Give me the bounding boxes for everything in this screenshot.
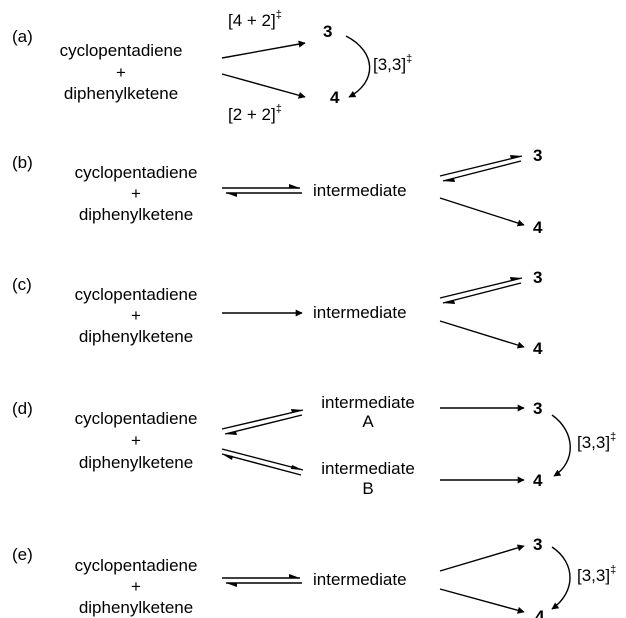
arrow-to-4: [439, 197, 525, 227]
plus-sign: +: [131, 431, 141, 450]
equilibrium-arrow-to-3: [439, 277, 523, 304]
arrow-3-3-rearrangement: [551, 414, 571, 477]
product-4: 4: [533, 218, 543, 237]
reactant-diphenylketene: diphenylketene: [79, 205, 193, 224]
equilibrium-arrow: [222, 184, 302, 197]
panel-letter: (b): [12, 153, 33, 172]
arrow-to-4: [439, 320, 525, 349]
plus-sign: +: [131, 577, 141, 596]
panel-e: (e) cyclopentadiene + diphenylketene int…: [12, 535, 616, 618]
intermediate-b: intermediate: [321, 459, 415, 478]
product-4: 4: [535, 607, 545, 618]
product-3: 3: [533, 146, 542, 165]
equilibrium-arrow-to-intermediate-a: [221, 409, 304, 435]
panel-letter: (d): [12, 399, 33, 418]
arrow-to-3: [439, 544, 525, 572]
intermediate: intermediate: [313, 181, 407, 200]
reactant-cyclopentadiene: cyclopentadiene: [75, 556, 198, 575]
product-4: 4: [533, 339, 543, 358]
panel-a: (a) cyclopentadiene + diphenylketene [4 …: [12, 9, 412, 124]
arrow-to-4: [439, 588, 525, 614]
label-4-plus-2: [4 + 2]‡: [228, 9, 282, 30]
product-3: 3: [533, 399, 542, 418]
product-3: 3: [533, 268, 542, 287]
intermediate-a-letter: A: [362, 412, 374, 431]
label-3-3: [3,3]‡: [577, 431, 616, 452]
reactant-diphenylketene: diphenylketene: [79, 453, 193, 472]
product-3: 3: [323, 22, 332, 41]
reactant-cyclopentadiene: cyclopentadiene: [75, 285, 198, 304]
panel-letter: (c): [12, 275, 32, 294]
equilibrium-arrow: [222, 574, 302, 587]
equilibrium-arrow-to-3: [439, 155, 523, 182]
intermediate: intermediate: [313, 303, 407, 322]
arrow-3-3-rearrangement: [345, 35, 371, 98]
intermediate-b-letter: B: [362, 479, 373, 498]
panel-b: (b) cyclopentadiene + diphenylketene int…: [12, 146, 543, 237]
reactant-cyclopentadiene: cyclopentadiene: [60, 41, 183, 60]
reactant-diphenylketene: diphenylketene: [79, 598, 193, 617]
label-3-3: [3,3]‡: [577, 564, 616, 585]
panel-letter: (a): [12, 27, 33, 46]
panel-d: (d) cyclopentadiene + diphenylketene int…: [12, 393, 616, 498]
reactant-cyclopentadiene: cyclopentadiene: [75, 163, 198, 182]
arrow-2-2: [221, 73, 306, 99]
reactant-diphenylketene: diphenylketene: [79, 327, 193, 346]
intermediate: intermediate: [313, 570, 407, 589]
plus-sign: +: [116, 63, 126, 82]
label-2-plus-2: [2 + 2]‡: [228, 103, 282, 124]
arrow-3-3-rearrangement: [551, 546, 571, 610]
plus-sign: +: [131, 306, 141, 325]
intermediate-a: intermediate: [321, 393, 415, 412]
equilibrium-arrow-to-intermediate-b: [221, 448, 304, 476]
panel-letter: (e): [12, 545, 33, 564]
plus-sign: +: [131, 184, 141, 203]
panel-c: (c) cyclopentadiene + diphenylketene int…: [12, 268, 543, 358]
label-3-3: [3,3]‡: [373, 53, 412, 74]
arrow-4-2: [221, 40, 306, 59]
product-4: 4: [330, 88, 340, 107]
product-4: 4: [533, 471, 543, 490]
reactant-cyclopentadiene: cyclopentadiene: [75, 409, 198, 428]
reactant-diphenylketene: diphenylketene: [64, 84, 178, 103]
product-3: 3: [533, 535, 542, 554]
